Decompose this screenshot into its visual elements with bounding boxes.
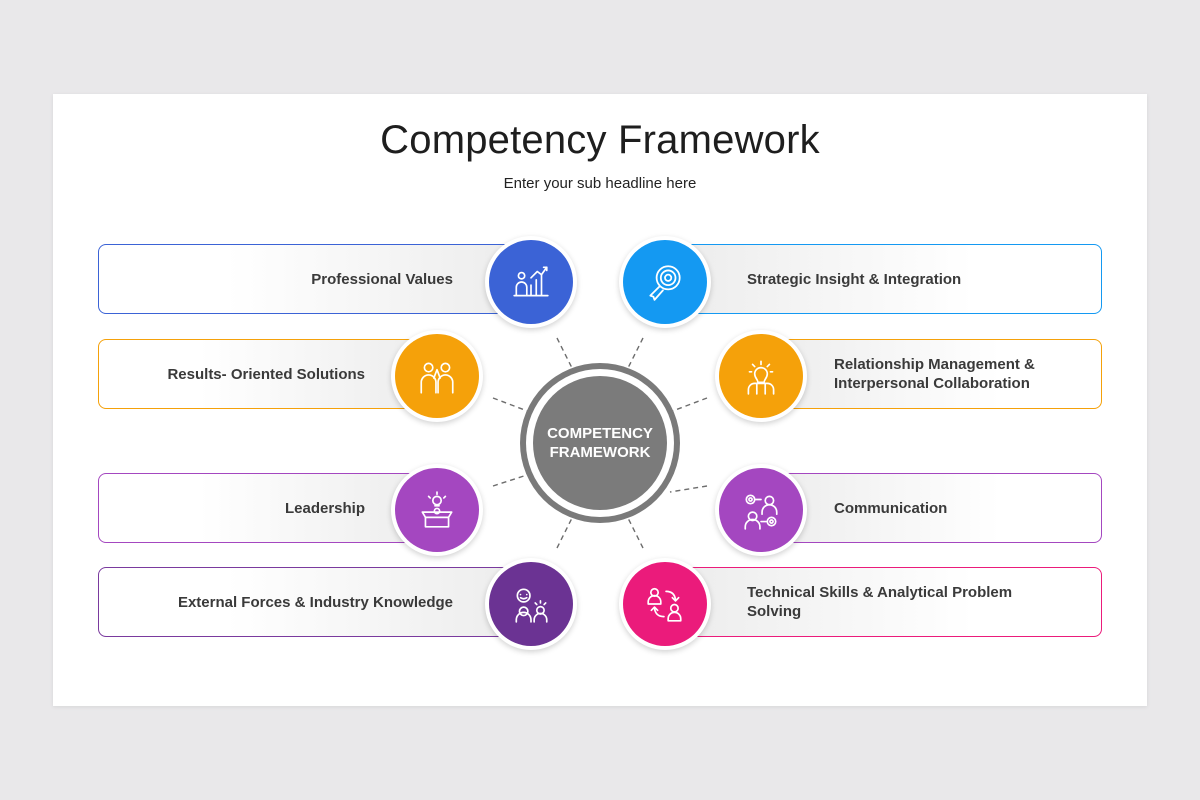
team-high-five-icon	[420, 362, 454, 394]
icon-circle-relationship-management	[715, 330, 807, 422]
icon-circle-leadership	[391, 464, 483, 556]
pill-label: Communication	[834, 499, 948, 517]
hub-label: COMPETENCY FRAMEWORK	[533, 376, 667, 510]
pill-label: Leadership	[284, 499, 365, 517]
exchange-people-icon	[647, 587, 682, 622]
pill-label-line2: Solving	[747, 603, 802, 620]
icon-circle-professional-values	[485, 236, 577, 328]
pill-communication: Communication	[762, 473, 1102, 543]
pill-label-line1: Technical Skills & Analytical Problem	[747, 584, 1013, 601]
pill-strategic-insight: Strategic Insight & Integration	[672, 244, 1102, 314]
icon-circle-technical-skills	[619, 558, 711, 650]
pill-professional-values: Professional Values	[98, 244, 528, 314]
icon-circle-communication	[715, 464, 807, 556]
icon-circle-strategic-insight	[619, 236, 711, 328]
page-subtitle: Enter your sub headline here	[503, 175, 697, 192]
target-badge-icon	[649, 265, 681, 301]
page-title: Competency Framework	[380, 118, 820, 162]
pill-results-oriented: Results- Oriented Solutions	[98, 339, 438, 409]
hub-circle: COMPETENCY FRAMEWORK	[520, 363, 680, 523]
icon-circle-results-oriented	[391, 330, 483, 422]
pill-label: Professional Values	[311, 270, 453, 288]
pill-label: Results- Oriented Solutions	[167, 365, 365, 383]
pill-label-line2: Interpersonal Collaboration	[834, 375, 1030, 392]
people-target-icon	[744, 494, 778, 530]
pill-label: Relationship Management & Interpersonal C…	[834, 340, 1101, 408]
idea-podium-icon	[421, 491, 453, 528]
head-lightbulb-icon	[747, 360, 775, 395]
people-ideas-icon	[515, 588, 548, 623]
icon-circle-external-forces	[485, 558, 577, 650]
hub-line2: FRAMEWORK	[549, 444, 651, 461]
pill-leadership: Leadership	[98, 473, 438, 543]
pill-label: Strategic Insight & Integration	[747, 270, 962, 288]
pill-label-line1: Relationship Management &	[834, 356, 1035, 373]
pill-relationship-management: Relationship Management & Interpersonal C…	[762, 339, 1102, 409]
pill-external-forces: External Forces & Industry Knowledge	[98, 567, 528, 637]
growth-chart-person-icon	[513, 266, 549, 297]
hub-line1: COMPETENCY	[547, 425, 653, 442]
pill-label: External Forces & Industry Knowledge	[177, 593, 453, 611]
